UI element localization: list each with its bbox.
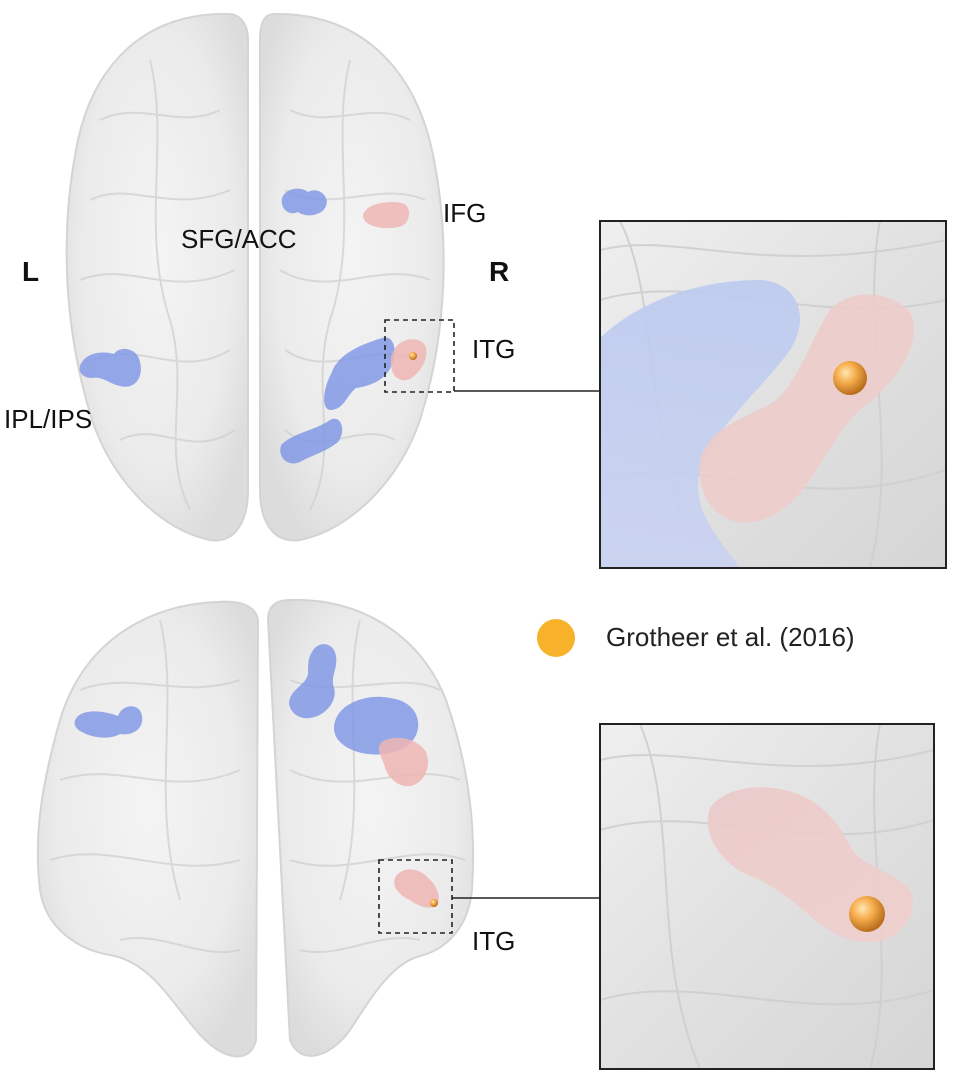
label-left-hemisphere: L	[22, 256, 40, 287]
label-itg-top: ITG	[472, 334, 516, 364]
blue-cluster-sfg-acc	[281, 188, 327, 216]
top-right-hemisphere	[259, 12, 445, 542]
inset-bottom	[599, 723, 935, 1070]
blue-cluster-bottom-left	[74, 706, 143, 738]
red-cluster-itg-bottom	[394, 869, 439, 908]
bottom-brain-gyri	[49, 619, 466, 954]
inset-bottom-focus-sphere	[849, 896, 885, 932]
bottom-brain-coronal	[36, 598, 600, 1058]
label-ipl-ips: IPL/IPS	[4, 404, 93, 434]
dashed-box-bottom	[378, 859, 453, 934]
top-red-clusters	[363, 202, 427, 381]
blue-cluster-right-parietal	[324, 337, 395, 410]
inset-top	[599, 220, 947, 569]
bottom-red-clusters	[378, 737, 439, 908]
inset-top-red-region	[699, 294, 915, 523]
focus-point-bottom	[430, 899, 438, 907]
blue-cluster-right-occipital	[280, 418, 343, 464]
red-cluster-itg-top	[390, 339, 427, 381]
bottom-left-hemisphere	[36, 600, 260, 1058]
top-blue-clusters	[79, 188, 395, 464]
inset-top-blue-region	[600, 280, 800, 568]
top-left-hemisphere	[65, 12, 249, 542]
label-sfg-acc: SFG/ACC	[181, 224, 297, 254]
red-cluster-ifg	[363, 202, 410, 229]
red-cluster-bottom-right	[378, 737, 429, 787]
blue-cluster-bottom-right-upper	[289, 644, 337, 719]
inset-top-focus-sphere	[833, 361, 867, 395]
legend-text: Grotheer et al. (2016)	[606, 622, 855, 652]
legend-marker	[537, 619, 575, 657]
dashed-box-top	[384, 319, 455, 393]
label-itg-bottom: ITG	[472, 926, 516, 956]
label-ifg: IFG	[443, 198, 487, 228]
inset-bottom-border	[599, 723, 935, 1070]
blue-cluster-ipl-ips	[79, 348, 141, 387]
bottom-right-hemisphere	[266, 598, 475, 1057]
top-brain-axial	[65, 12, 600, 542]
label-right-hemisphere: R	[489, 256, 510, 287]
inset-top-border	[599, 220, 947, 569]
focus-point-top	[409, 352, 417, 360]
